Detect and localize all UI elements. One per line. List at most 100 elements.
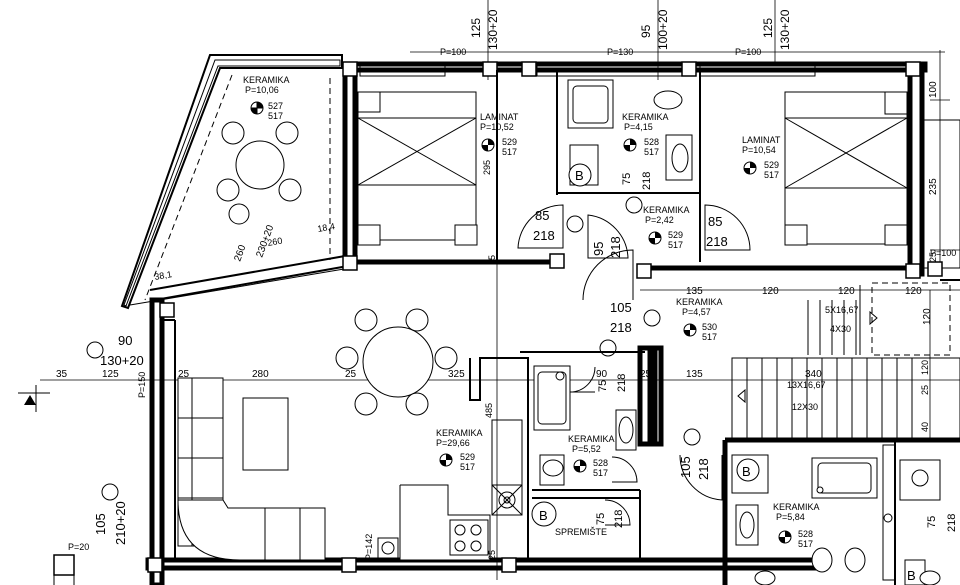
- terrace-code-bottom: 517: [268, 111, 283, 121]
- door-storage-w: 75: [595, 513, 607, 525]
- door-3-h: 218: [706, 234, 728, 249]
- dim-295: 295: [482, 160, 492, 175]
- bedroom-right-material: LAMINAT: [742, 135, 781, 145]
- bathroom-right-boiler: B: [742, 464, 751, 479]
- bathroom-right-boiler-2: B: [907, 568, 916, 583]
- door-lower-h: 218: [696, 458, 711, 480]
- bed-left: [357, 91, 478, 246]
- door-bath-top-h: 218: [641, 172, 653, 190]
- dim-325: 325: [448, 369, 465, 380]
- window-left-w: 90: [118, 333, 132, 348]
- door-bath-mid-h: 218: [616, 374, 628, 392]
- bedroom-left-material: LAMINAT: [480, 112, 519, 122]
- dim-top-3b: 130+20: [778, 9, 792, 50]
- dim-280: 280: [252, 369, 269, 380]
- bathroom-mid-area: P=5,52: [572, 444, 601, 454]
- stairs-lower-rise: 13X16,67: [787, 380, 826, 390]
- door-bath-mid-w: 75: [597, 380, 609, 392]
- dim-35: 35: [56, 369, 68, 380]
- dim-125: 125: [102, 369, 119, 380]
- storage-fixtures: [531, 499, 631, 527]
- left-window-marker: [86, 341, 119, 501]
- terrace: [120, 54, 351, 310]
- bathroom-top-level-marker: [623, 138, 637, 152]
- door-bath-right-w: 75: [926, 516, 938, 528]
- bed-right: [784, 91, 908, 246]
- dim-right-235: 235: [928, 178, 939, 195]
- corr-vert-120: 120: [922, 308, 933, 325]
- parapet-kitchen: P=142: [364, 534, 374, 560]
- door-bath-right-h: 218: [946, 514, 958, 532]
- right-edge-structure: [921, 119, 960, 281]
- dim-right-25: 25: [928, 252, 938, 262]
- door-storage-h: 218: [613, 510, 625, 528]
- bedroom-left-level-marker: [481, 138, 495, 152]
- bedroom-right-area: P=10,54: [742, 145, 776, 155]
- living-code-bottom: 517: [460, 462, 475, 472]
- corridor-dim-135: 135: [686, 286, 703, 297]
- door-1-h: 218: [533, 228, 555, 243]
- upper-block-walls: [342, 61, 928, 279]
- parapet-1: P=100: [440, 47, 466, 57]
- parapet-5: P=20: [68, 542, 89, 552]
- living-code-top: 529: [460, 452, 475, 462]
- dim-mid-25a: 25: [487, 255, 497, 265]
- mid-dimension-lines: [496, 80, 931, 580]
- living-level-marker: [439, 453, 453, 467]
- corridor-dim-120b: 120: [838, 286, 855, 297]
- bathroom-mid-material: KERAMIKA: [568, 434, 615, 444]
- door-lower-w: 105: [678, 456, 693, 478]
- dim-top-3a: 125: [761, 18, 775, 38]
- bathroom-right-code-top: 528: [798, 529, 813, 539]
- door-1-w: 85: [535, 208, 549, 223]
- corridor-dim-120a: 120: [762, 286, 779, 297]
- bathroom-top-code-bottom: 517: [644, 147, 659, 157]
- dim-135: 135: [686, 369, 703, 380]
- parapet-6: P=150: [137, 372, 147, 398]
- dim-top-1b: 130+20: [486, 9, 500, 50]
- door-corr-w: 105: [610, 300, 632, 315]
- parapet-3: P=100: [735, 47, 761, 57]
- door-2-w: 95: [591, 242, 606, 256]
- stairs-lower-run: 12X30: [792, 402, 818, 412]
- stairs-upper-run: 4X30: [830, 324, 851, 334]
- dim-mid-25b: 25: [487, 550, 497, 560]
- dim-top-1a: 125: [469, 18, 483, 38]
- dim-25b: 25: [345, 369, 357, 380]
- dim-right-40: 40: [920, 422, 930, 432]
- dim-top-2b: 100+20: [656, 9, 670, 50]
- window-bottom-w: 105: [93, 513, 108, 535]
- bathroom-mid-code-top: 528: [593, 458, 608, 468]
- terrace-dim-18: 18,4: [317, 221, 336, 234]
- corridor-material: KERAMIKA: [676, 297, 723, 307]
- window-left-h: 130+20: [100, 353, 144, 368]
- terrace-dim-260b: 260: [267, 236, 284, 248]
- terrace-material: KERAMIKA: [243, 75, 290, 85]
- bedroom-left-code-bottom: 517: [502, 147, 517, 157]
- bathroom-mid-level-marker: [573, 459, 587, 473]
- bathroom-top-material: KERAMIKA: [622, 112, 669, 122]
- storage-label: SPREMIŠTE: [555, 527, 607, 537]
- stairs-upper-rise: 5X16,67: [825, 305, 859, 315]
- hall-small-area: P=2,42: [645, 215, 674, 225]
- dim-90: 90: [596, 369, 608, 380]
- hall-small-level-marker: [648, 231, 662, 245]
- dim-25d: 25: [640, 369, 652, 380]
- living-area: P=29,66: [436, 438, 470, 448]
- bathroom-mid-code-bottom: 517: [593, 468, 608, 478]
- corridor-dim-120c: 120: [905, 286, 922, 297]
- door-corr-h: 218: [610, 320, 632, 335]
- corridor-code-bottom: 517: [702, 332, 717, 342]
- door-bath-top-w: 75: [621, 173, 633, 185]
- dim-340: 340: [805, 369, 822, 380]
- dim-right-25b: 25: [920, 385, 930, 395]
- bedroom-right-level-marker: [743, 161, 757, 175]
- dim-right-100: 100: [928, 81, 939, 98]
- bedroom-left-code-top: 529: [502, 137, 517, 147]
- bathroom-right-area: P=5,84: [776, 512, 805, 522]
- dim-25a: 25: [178, 369, 190, 380]
- storage-boiler: B: [539, 508, 548, 523]
- bathroom-right-code-bottom: 517: [798, 539, 813, 549]
- hall-small-code-bottom: 517: [668, 240, 683, 250]
- bathroom-mid-fixtures: [533, 365, 638, 486]
